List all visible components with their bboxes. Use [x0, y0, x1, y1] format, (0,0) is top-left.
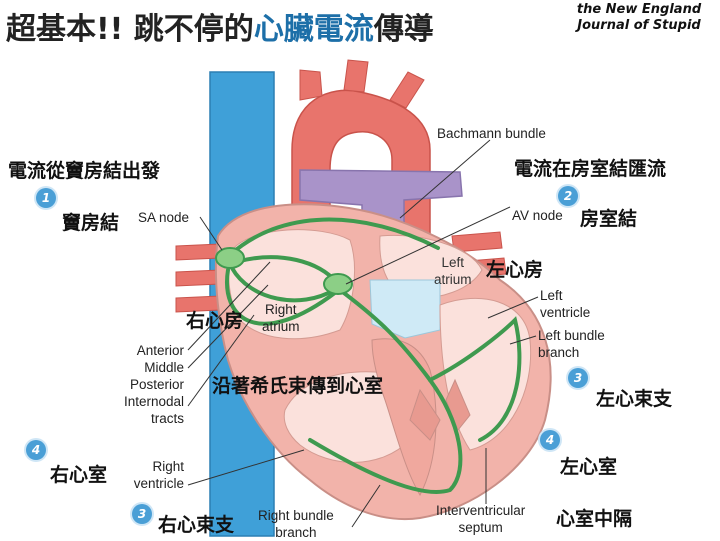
leader-lines: [187, 139, 539, 528]
aorta-branch: [343, 59, 369, 93]
left-atrium-zh: 左心房: [486, 259, 544, 281]
av-node-shape: [323, 273, 353, 295]
septum: [371, 338, 437, 497]
right-bundle-en: Right bundle branch: [258, 507, 334, 541]
tract-posterior: Posterior: [129, 377, 184, 392]
right-atrium-en: Right atrium: [262, 301, 300, 335]
right-ventricle-en-1: Right: [152, 459, 184, 474]
right-atrium-en-1: Right: [265, 302, 297, 317]
tract-internodal: Internodal: [123, 394, 184, 409]
left-bundle-branch: [428, 316, 522, 442]
journal-line-1: the New England: [576, 2, 702, 17]
step3-badge-left: 3: [132, 504, 152, 524]
septum-en: Interventricular septum: [436, 502, 525, 536]
step2-badge: 2: [558, 186, 578, 206]
left-atrium-en: Left atrium: [434, 254, 472, 288]
his-bundle-zh: 沿著希氏束傳到心室: [212, 375, 384, 397]
right-bundle-branch: [308, 378, 463, 494]
right-bundle-en-1: Right bundle: [258, 508, 334, 523]
step4-badge-left: 4: [26, 440, 46, 460]
right-atrium-en-2: atrium: [262, 319, 300, 334]
tract-tracts: tracts: [150, 411, 184, 426]
left-bundle-en: Left bundle branch: [538, 327, 605, 361]
step2-name: 房室結: [580, 208, 638, 230]
right-bundle-en-2: branch: [275, 525, 317, 540]
aorta-branch: [389, 71, 425, 109]
right-ventricle-zh: 右心室: [50, 464, 108, 486]
step1-name: 竇房結: [62, 212, 120, 234]
right-ventricle-en: Right ventricle: [100, 458, 184, 492]
bachmann-pathway: [228, 217, 440, 257]
left-ventricle-en-1: Left: [540, 288, 563, 303]
right-bundle-zh: 右心束支: [158, 514, 235, 536]
page-title: 超基本!! 跳不停的心臟電流傳導: [6, 4, 434, 48]
sa-node-label: SA node: [138, 210, 190, 225]
septum-zh: 心室中隔: [556, 508, 633, 530]
internodal-tracts-label: Anterior Middle Posterior Internodal tra…: [100, 342, 184, 427]
internodal-middle: [230, 266, 336, 303]
title-prefix: 超基本!! 跳不停的: [6, 12, 254, 47]
step1-badge: 1: [36, 188, 56, 208]
sa-node-shape: [215, 247, 245, 269]
step4-badge-right: 4: [540, 430, 560, 450]
left-bundle-en-2: branch: [538, 345, 580, 360]
tract-anterior: Anterior: [136, 343, 184, 358]
title-suffix: 傳導: [373, 12, 434, 47]
tract-middle: Middle: [144, 360, 184, 375]
left-bundle-zh: 左心束支: [596, 388, 673, 410]
step2-title: 電流在房室結匯流: [514, 158, 667, 180]
av-node-label: AV node: [512, 208, 563, 223]
his-bundle: [338, 288, 432, 382]
left-ventricle-en: Left ventricle: [540, 287, 590, 321]
septum-en-1: Interventricular: [436, 503, 526, 518]
aorta-branch: [299, 69, 323, 101]
left-atrium-en-1: Left: [441, 255, 465, 270]
right-atrium-zh: 右心房: [186, 310, 244, 332]
internodal-posterior: [225, 268, 338, 326]
left-bundle-en-1: Left bundle: [538, 328, 605, 343]
step1-title: 電流從竇房結出發: [8, 160, 161, 182]
bachmann-label: Bachmann bundle: [437, 126, 546, 141]
left-atrium-en-2: atrium: [434, 272, 472, 287]
right-ventricle-en-2: ventricle: [133, 476, 184, 491]
left-ventricle-zh: 左心室: [560, 456, 618, 478]
journal-logo: the New England Journal of Stupid: [564, 2, 714, 34]
step3-badge-right: 3: [568, 368, 588, 388]
left-ventricle-en-2: ventricle: [540, 305, 591, 320]
title-emphasis: 心臟電流: [253, 12, 374, 47]
septum-en-2: septum: [458, 520, 503, 535]
journal-line-2: Journal of Stupid: [577, 18, 701, 33]
